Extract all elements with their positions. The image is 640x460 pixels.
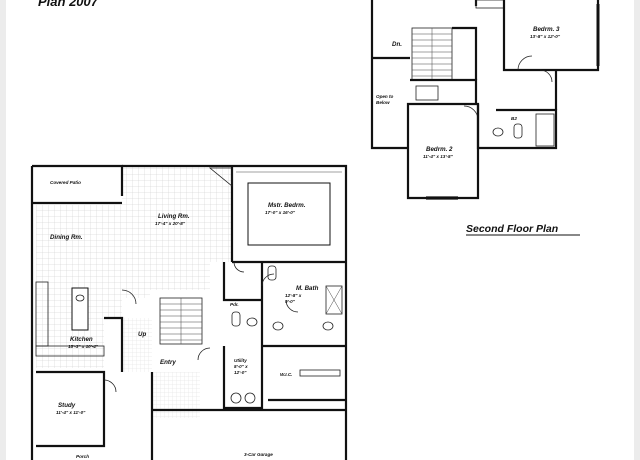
- open-to-below-line1: Open to: [376, 94, 394, 99]
- bedroom-3-size: 13'-8" x 12'-0": [530, 34, 561, 39]
- master-bedroom-label: Mstr. Bedrm.: [268, 202, 306, 209]
- shower: [325, 285, 343, 315]
- bath-2-toilet: [513, 123, 523, 139]
- bath-2-walls: [476, 104, 558, 150]
- kitchen-island: [71, 287, 89, 331]
- utility-walls: [222, 346, 264, 410]
- entry-door: [197, 347, 211, 361]
- bath-inner-door: [285, 299, 299, 313]
- covered-patio-label: Covered Patio: [50, 180, 81, 185]
- fireplace: [208, 167, 233, 187]
- bath-2-tub: [535, 113, 555, 147]
- bath-2-label: B2: [511, 116, 517, 121]
- porch-label: Porch: [76, 454, 89, 459]
- wic-shelf: [299, 369, 341, 377]
- master-bath-size-line2: 9'-0": [285, 299, 296, 304]
- study-door: [103, 379, 117, 393]
- entry-floor-tile: [122, 318, 200, 418]
- powder-sink: [246, 317, 258, 327]
- closet-wall: [410, 78, 478, 104]
- north-wall: [122, 164, 348, 262]
- stair-up-label: Up: [138, 331, 146, 338]
- bedroom-3-label: Bedrm. 3: [533, 26, 560, 33]
- bedroom-3-door: [517, 55, 533, 71]
- second-floor-outer-wall: [370, 0, 408, 150]
- kitchen-label: Kitchen: [70, 336, 93, 343]
- stair-treads: [412, 28, 452, 80]
- island-sink: [75, 294, 85, 302]
- wic-label: W.I.C.: [280, 372, 292, 377]
- entry-label: Entry: [160, 359, 176, 366]
- master-bath-label: M. Bath: [296, 285, 319, 292]
- kitchen-size: 15'-3" x 10'-4": [68, 344, 99, 349]
- second-floor-caption: Second Floor Plan: [466, 223, 558, 235]
- kitchen-door: [121, 289, 137, 305]
- powder-label: Pdr.: [230, 302, 239, 307]
- garage-label: 3-Car Garage: [244, 452, 273, 457]
- washer: [230, 392, 242, 404]
- utility-size-line2: 12'-0": [234, 370, 247, 375]
- master-bath-size-line1: 12'-8" x: [285, 293, 302, 298]
- closet: [415, 85, 439, 101]
- bath-door: [261, 273, 275, 287]
- study-label: Study: [58, 402, 76, 409]
- master-bed: [247, 182, 331, 246]
- bedroom-3-closet-door: [539, 69, 553, 83]
- open-to-below-line2: Below: [376, 100, 390, 105]
- living-room-label: Living Rm.: [158, 213, 190, 220]
- main-stair-treads: [160, 298, 202, 344]
- bath-2-sink: [492, 127, 504, 137]
- vanity-sink-2: [322, 321, 334, 331]
- second-floor-plan: Dn. Open to Below Bedrm. 3 13'-8" x 12'-…: [370, 0, 600, 236]
- utility-size-line1: 8'-0" x: [234, 364, 248, 369]
- first-floor-plan: Covered Patio Living Rm. 17'-4" x 20'-8"…: [30, 164, 348, 460]
- master-door: [233, 261, 245, 273]
- linen-closet: [475, 0, 505, 9]
- entry-west-wall: [104, 316, 124, 372]
- bedroom-2-label: Bedrm. 2: [426, 146, 453, 153]
- right-border: [634, 0, 640, 460]
- dn-label: Dn.: [392, 41, 402, 48]
- powder-toilet: [231, 311, 241, 327]
- vanity-sink-1: [272, 321, 284, 331]
- plan-title: Plan 2007: [38, 0, 99, 9]
- utility-label: Utility: [234, 358, 247, 363]
- powder-wall: [222, 262, 262, 302]
- left-border: [0, 0, 6, 460]
- bedroom-2-door: [463, 105, 479, 121]
- kitchen-back-counter: [35, 345, 105, 357]
- bedroom-2-size: 11'-4" x 13'-8": [423, 154, 454, 159]
- dryer: [244, 392, 256, 404]
- study-walls: [36, 370, 106, 448]
- dining-room-label: Dining Rm.: [50, 234, 83, 241]
- living-room-size: 17'-4" x 20'-8": [155, 221, 186, 226]
- hall-wall: [452, 26, 478, 80]
- study-size: 11'-4" x 11'-0": [56, 410, 86, 415]
- master-bedroom-size: 17'-0" x 16'-0": [265, 210, 296, 215]
- master-toilet: [267, 265, 277, 281]
- bedroom-2-walls: [406, 102, 480, 200]
